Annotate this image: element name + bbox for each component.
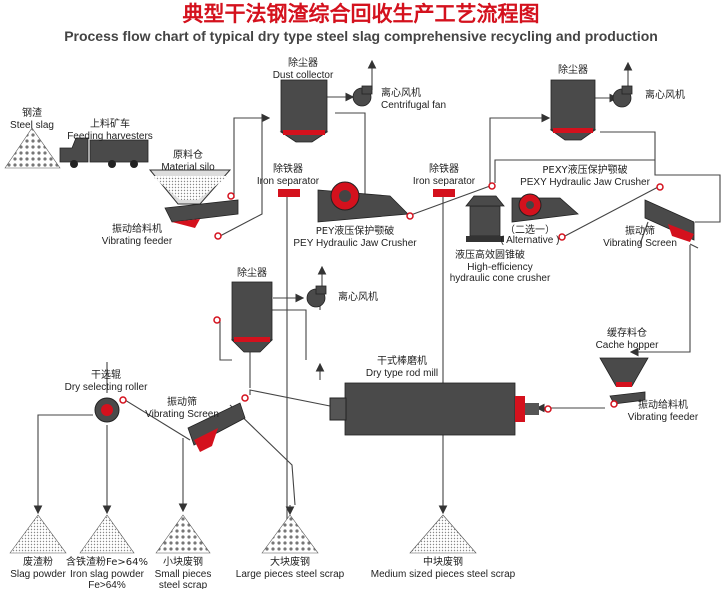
steel-slag-en: Steel slag: [10, 120, 54, 131]
flow-lines: [33, 59, 721, 545]
iron-separator-2-zh: 除铁器: [429, 162, 459, 175]
vibrating-feeder-1-en: Vibrating feeder: [102, 236, 173, 247]
pexy-jaw-crusher: [511, 193, 579, 223]
product-1-zh: 含铁渣粉Fe>64%: [66, 555, 148, 568]
vibrating-feeder-1-zh: 振动给料机: [112, 222, 162, 235]
product-labels: 废渣粉 Slag powder 含铁渣粉Fe>64% Iron slag pow…: [10, 555, 515, 589]
centrifugal-fan-3-zh: 离心风机: [338, 290, 378, 303]
connection-dots: [119, 182, 664, 413]
dry-roller-en: Dry selecting roller: [65, 382, 148, 393]
feeding-harvesters-en: Feeding harvesters: [67, 131, 153, 142]
dry-selecting-roller: [94, 397, 120, 423]
vibrating-screen-1-zh: 振动筛: [625, 224, 655, 237]
product-1-en2: Fe>64%: [88, 580, 126, 589]
vibrating-screen-2-en: Vibrating Screen: [145, 409, 219, 420]
centrifugal-fan-2: [612, 85, 633, 108]
dry-roller-zh: 干选辊: [91, 368, 121, 381]
cone-crusher: [465, 195, 505, 242]
dry-type-rod-mill: [329, 382, 539, 436]
title-en: Process flow chart of typical dry type s…: [64, 28, 658, 44]
iron-separator-1: [278, 189, 300, 197]
product-0-en1: Slag powder: [10, 569, 66, 580]
material-silo-en: Material silo: [161, 162, 215, 173]
large-scrap-pile: [261, 514, 319, 554]
material-silo: [148, 169, 232, 205]
vibrating-feeder-2-zh: 振动给料机: [638, 398, 688, 411]
cone-crusher-en2: hydraulic cone crusher: [450, 273, 551, 284]
pexy-crusher-zh: PEXY液压保护颚破: [542, 163, 627, 176]
cone-crusher-en1: High-efficiency: [467, 262, 532, 273]
pey-jaw-crusher: [317, 181, 409, 223]
cone-crusher-zh: 液压高效圆锥破: [455, 248, 525, 261]
centrifugal-fan-1-en: Centrifugal fan: [381, 100, 446, 111]
slag-powder-pile: [9, 514, 67, 554]
dust-collector-2: [549, 79, 597, 141]
pexy-crusher-en: PEXY Hydraulic Jaw Crusher: [520, 177, 651, 188]
cache-hopper-en: Cache hopper: [596, 340, 659, 351]
equipment-labels: 钢渣 Steel slag 上料矿车 Feeding harvesters 原料…: [10, 56, 699, 423]
medium-scrap-pile: [409, 514, 477, 554]
centrifugal-fan-3: [306, 285, 327, 308]
alternative-zh: （二选一）: [505, 223, 555, 236]
product-4-en1: Medium sized pieces steel scrap: [371, 569, 516, 580]
product-2-zh: 小块废钢: [163, 555, 203, 568]
pey-crusher-en: PEY Hydraulic Jaw Crusher: [293, 238, 417, 249]
title-zh: 典型干法钢渣综合回收生产工艺流程图: [183, 2, 540, 26]
vibrating-feeder-1: [164, 199, 239, 228]
dust-collector-1: [279, 79, 329, 143]
centrifugal-fan-1: [352, 85, 373, 107]
centrifugal-fan-1-zh: 离心风机: [381, 86, 421, 99]
feeding-harvesters-zh: 上料矿车: [90, 117, 130, 130]
rod-mill-en: Dry type rod mill: [366, 368, 438, 379]
cache-hopper-zh: 缓存料仓: [607, 326, 647, 339]
dust-collector-3: [231, 281, 273, 353]
product-4-zh: 中块废钢: [423, 555, 463, 568]
iron-separator-1-zh: 除铁器: [273, 162, 303, 175]
vibrating-screen-2: [187, 402, 246, 452]
product-0-zh: 废渣粉: [23, 555, 53, 568]
product-3-zh: 大块废钢: [270, 555, 310, 568]
small-scrap-pile: [155, 514, 211, 554]
feeding-truck-icon: [59, 137, 149, 168]
vibrating-screen-2-zh: 振动筛: [167, 395, 197, 408]
rod-mill-zh: 干式棒磨机: [377, 354, 427, 367]
centrifugal-fan-2-zh: 离心风机: [645, 88, 685, 101]
vibrating-screen-1: [639, 199, 699, 249]
alternative-en: ( Alternative ): [501, 235, 560, 246]
steel-slag-pile: [4, 127, 61, 169]
vibrating-screen-1-en: Vibrating Screen: [603, 238, 677, 249]
product-piles: [9, 514, 477, 554]
dust-collector-3-zh: 除尘器: [237, 266, 267, 279]
cache-hopper: [599, 357, 649, 387]
iron-separator-2-en: Iron separator: [413, 176, 476, 187]
product-1-en1: Iron slag powder: [70, 569, 145, 580]
steel-slag-zh: 钢渣: [22, 106, 42, 119]
iron-separator-1-en: Iron separator: [257, 176, 320, 187]
pey-crusher-zh: PEY液压保护颚破: [316, 224, 394, 237]
iron-separator-2: [433, 189, 455, 197]
vibrating-feeder-2-en: Vibrating feeder: [628, 412, 699, 423]
product-2-en1: Small pieces: [155, 569, 212, 580]
iron-slag-powder-pile: [79, 514, 135, 554]
product-3-en1: Large pieces steel scrap: [236, 569, 345, 580]
product-2-en2: steel scrap: [159, 580, 208, 589]
material-silo-zh: 原料仓: [173, 148, 203, 161]
dust-collector-1-en: Dust collector: [273, 70, 334, 81]
dust-collector-2-zh: 除尘器: [558, 63, 588, 76]
dust-collector-1-zh: 除尘器: [288, 56, 318, 69]
